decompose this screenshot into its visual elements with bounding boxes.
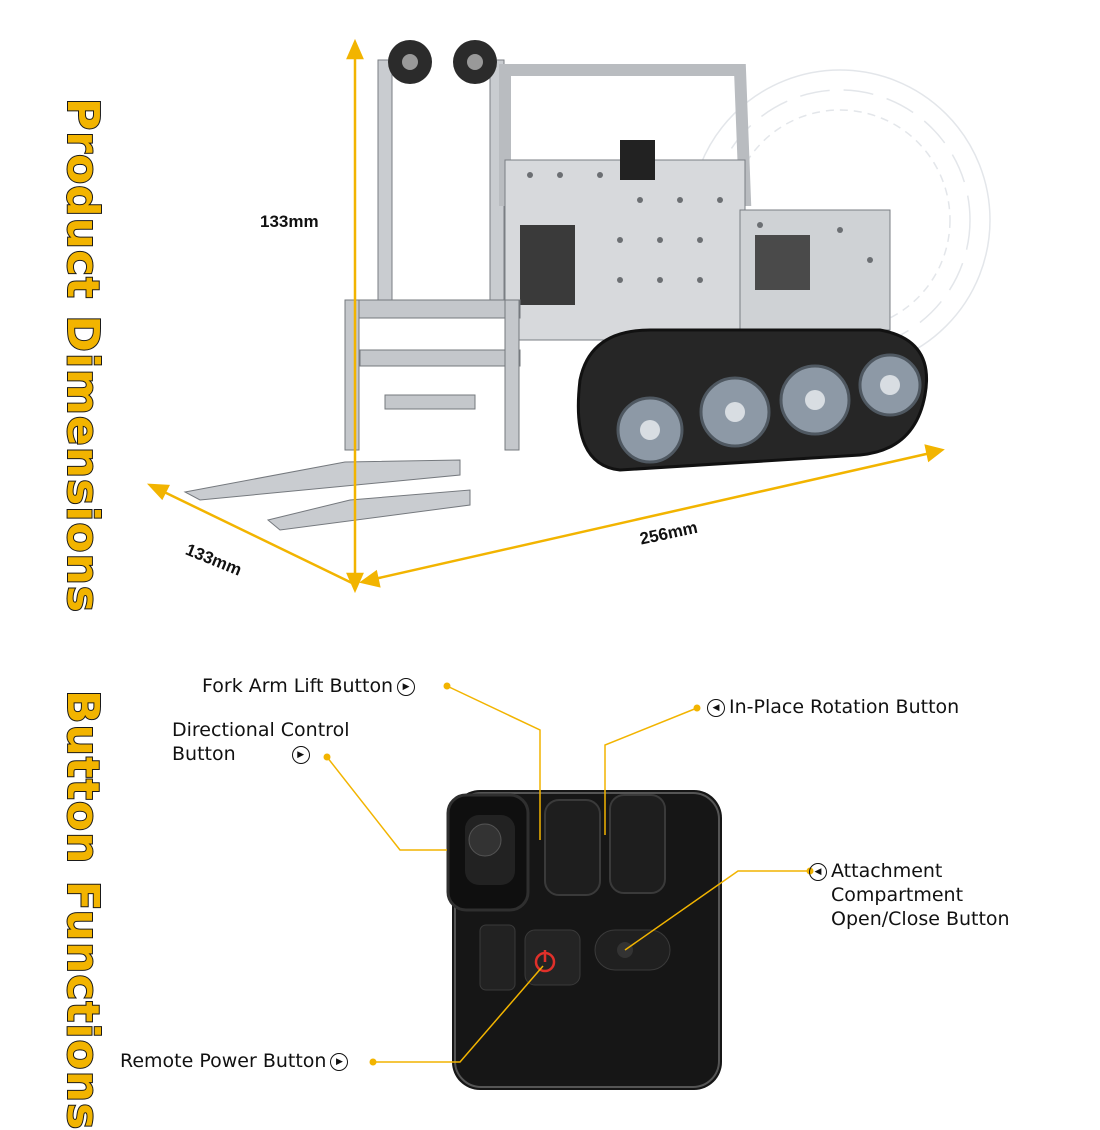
circle-arrow-right-icon: ▶ — [330, 1052, 349, 1071]
product-dimensions-title: Product Dimensions — [56, 97, 109, 614]
attachment-label-line2: Compartment — [831, 884, 964, 906]
dimension-arrows — [146, 38, 945, 594]
remote-power-callout: Remote Power Button▶ — [120, 1049, 352, 1073]
directional-control-label-line1: Directional Control — [172, 719, 350, 741]
circle-arrow-left-icon: ◀ — [707, 698, 725, 717]
directional-control-label-line2: Button — [172, 743, 236, 765]
in-place-rotation-label: In-Place Rotation Button — [729, 696, 960, 718]
attachment-label-line1: Attachment — [831, 860, 943, 882]
in-place-rotation-callout: ◀In-Place Rotation Button — [703, 695, 959, 719]
remote-control — [446, 790, 722, 1090]
circle-arrow-right-icon: ▶ — [397, 677, 416, 696]
attachment-label-line3: Open/Close Button — [831, 908, 1010, 930]
product-illustration — [146, 38, 991, 1090]
attachment-compartment-callout: ◀Attachment Compartment Open/Close Butto… — [805, 859, 1010, 931]
forklift-model — [183, 40, 928, 531]
circle-arrow-left-icon: ◀ — [809, 862, 827, 881]
height-dimension-label: 133mm — [260, 212, 319, 231]
fork-arm-lift-label: Fork Arm Lift Button — [202, 675, 394, 697]
fork-arm-lift-callout: Fork Arm Lift Button▶ — [202, 674, 419, 698]
callout-leaders — [326, 685, 810, 1063]
directional-control-callout: Directional Control Button ▶ — [172, 718, 349, 766]
button-functions-title: Button Functions — [56, 689, 109, 1130]
remote-power-label: Remote Power Button — [120, 1050, 327, 1072]
circle-arrow-right-icon: ▶ — [291, 745, 310, 764]
